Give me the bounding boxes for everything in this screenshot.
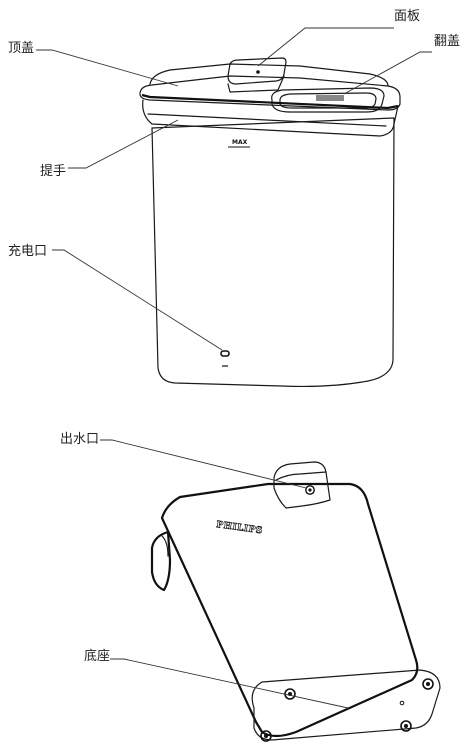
base-outline — [251, 669, 441, 741]
panel-block — [227, 57, 287, 85]
label-base: 底座 — [84, 648, 110, 664]
side-handle-inner — [161, 535, 169, 557]
outlet-top — [275, 471, 327, 481]
charging-port — [220, 350, 230, 357]
label-top-cover: 顶盖 — [8, 41, 34, 56]
panel-button-dot — [256, 70, 260, 74]
handle-band — [142, 99, 399, 137]
flip-lid-grille — [316, 95, 344, 101]
flip-lid — [271, 87, 385, 113]
lid-rim — [141, 93, 399, 110]
label-charging-port: 充电口 — [8, 243, 47, 259]
panel-front-edge — [227, 75, 285, 93]
leader-lines-bottom — [100, 439, 349, 709]
label-handle: 提手 — [40, 163, 66, 179]
tank-front-view: MAX — [139, 57, 401, 388]
side-handle — [150, 530, 172, 592]
label-flip-lid: 翻盖 — [434, 34, 460, 49]
handle-inner — [147, 113, 387, 127]
top-cover-outline — [139, 75, 401, 111]
label-panel: 面板 — [394, 9, 420, 24]
base-center-mark — [399, 700, 405, 706]
leader-lines-top — [36, 27, 432, 351]
brand-logo: PHILIPS — [216, 520, 264, 536]
outlet-block — [273, 461, 331, 509]
tilted-body — [160, 482, 419, 738]
flip-lid-inner — [279, 92, 377, 109]
max-mark: MAX — [232, 139, 248, 146]
outlet-hole-inner — [308, 488, 312, 492]
base-feet — [260, 678, 434, 742]
tank-bottom-view: PHILIPS — [150, 461, 441, 742]
tank-body — [151, 117, 395, 388]
outlet-hole — [305, 485, 315, 495]
foot-front-right — [422, 678, 434, 690]
foot-back-right — [400, 720, 412, 732]
top-cover — [149, 63, 389, 87]
foot-back-left — [260, 730, 272, 742]
label-water-outlet: 出水口 — [60, 432, 99, 447]
